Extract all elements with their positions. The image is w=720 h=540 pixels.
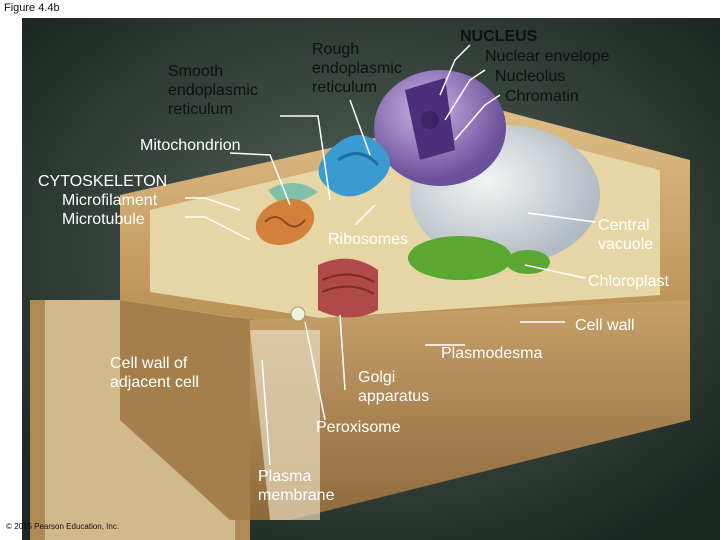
label-rough-er: Rough endoplasmic reticulum	[312, 41, 402, 96]
label-chromatin: Chromatin	[505, 88, 579, 105]
smooth-er-shape	[268, 182, 318, 203]
plasma-membrane-edge	[250, 330, 320, 520]
cell-wall-front-face	[250, 300, 690, 520]
chloroplast-shape	[408, 236, 512, 280]
figure-label: Figure 4.4b	[4, 2, 60, 14]
label-peroxisome: Peroxisome	[316, 419, 401, 436]
label-plasma-membrane: Plasma membrane	[258, 468, 335, 504]
label-cell-wall-adjacent: Cell wall of adjacent cell	[110, 355, 199, 391]
leader-lines	[185, 44, 596, 466]
label-nucleolus: Nucleolus	[495, 68, 566, 85]
label-mitochondrion: Mitochondrion	[140, 137, 241, 154]
chloroplast-shape-2	[506, 250, 550, 274]
nucleolus-shape	[421, 111, 439, 129]
label-central-vacuole: Central vacuole	[598, 217, 654, 253]
label-golgi: Golgi apparatus	[358, 369, 430, 405]
golgi-shape	[318, 258, 378, 318]
label-microtubule: Microtubule	[62, 211, 145, 228]
rough-er-fold	[337, 152, 380, 167]
cell-wall-left-face	[120, 300, 250, 520]
label-nucleus: NUCLEUS	[460, 28, 538, 45]
label-chloroplast: Chloroplast	[588, 273, 669, 290]
label-nuclear-envelope: Nuclear envelope	[485, 48, 610, 65]
rough-er-shape	[318, 135, 390, 197]
label-cell-wall: Cell wall	[575, 317, 635, 334]
label-ribosomes: Ribosomes	[328, 231, 409, 248]
mitochondrion-cristae	[264, 216, 306, 228]
label-plasmodesma: Plasmodesma	[441, 345, 543, 362]
label-microfilament: Microfilament	[62, 192, 158, 209]
label-cytoskeleton: CYTOSKELETON	[38, 173, 168, 190]
label-smooth-er: Smooth endoplasmic reticulum	[168, 63, 258, 118]
peroxisome-shape	[290, 306, 306, 322]
copyright: © 2015 Pearson Education, Inc.	[6, 522, 120, 531]
golgi-stack	[321, 273, 375, 295]
